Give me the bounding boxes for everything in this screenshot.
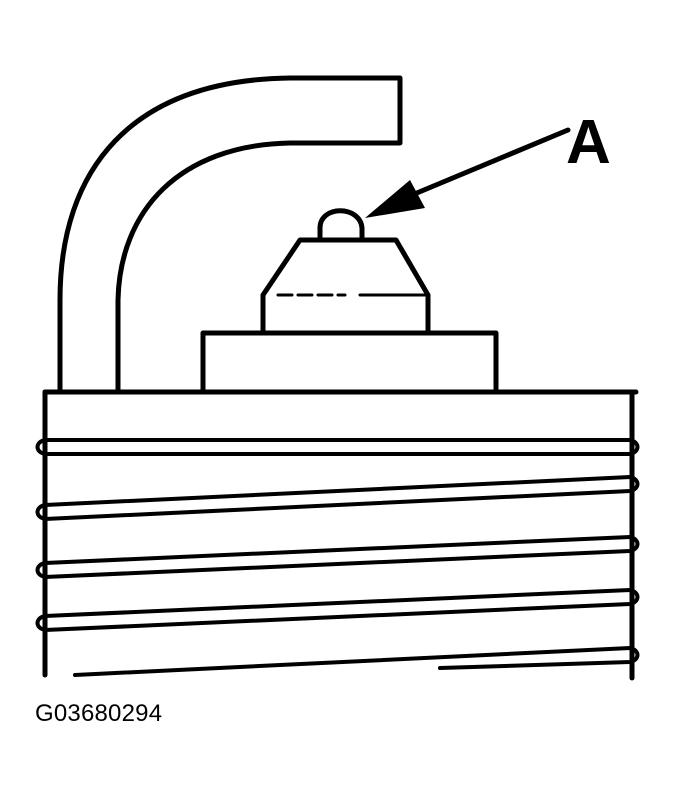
thread-2 [35, 475, 640, 521]
figure-id: G03680294 [35, 700, 163, 727]
thread-5 [73, 646, 640, 677]
thread-3 [35, 535, 640, 579]
center-electrode-tip [317, 208, 365, 243]
insulator-nose [260, 237, 431, 336]
callout-arrow [365, 127, 571, 218]
callout-label-a: A [566, 108, 611, 177]
thread-4 [35, 588, 640, 632]
insulator-base [200, 330, 499, 395]
ground-electrode [57, 75, 403, 395]
thread-1 [35, 438, 640, 456]
